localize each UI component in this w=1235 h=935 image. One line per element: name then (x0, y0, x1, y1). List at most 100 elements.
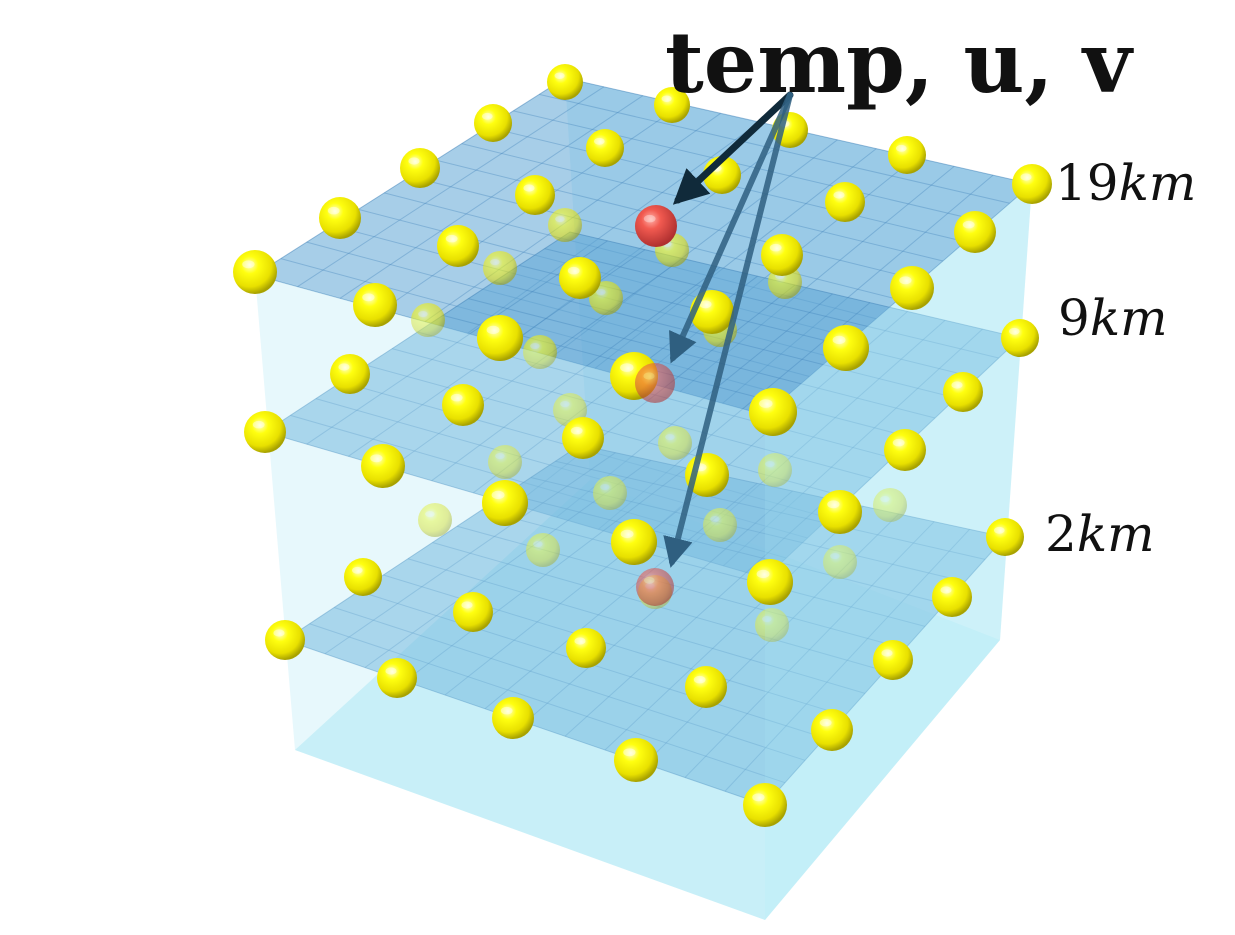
sphere-highlight (408, 157, 420, 165)
sample-point-sphere-icon (265, 620, 305, 660)
sphere-highlight (486, 325, 500, 335)
sphere-body (330, 354, 370, 394)
diagram-title: temp, u, v (665, 13, 1134, 112)
sphere-body (755, 608, 789, 642)
sphere-body (873, 640, 913, 680)
sphere-highlight (819, 718, 832, 727)
sphere-highlight (481, 112, 493, 120)
sphere-body (943, 372, 983, 412)
sphere-highlight (570, 426, 583, 435)
sample-point-sphere-icon (611, 519, 657, 565)
sample-point-sphere-icon (411, 303, 445, 337)
sphere-body (890, 266, 934, 310)
sphere-body (482, 480, 528, 526)
sample-point-sphere-icon (932, 577, 972, 617)
sphere-body (411, 303, 445, 337)
sphere-body (611, 519, 657, 565)
arrow-icon (663, 92, 793, 568)
grid-line (513, 110, 988, 223)
sample-point-sphere-icon (873, 640, 913, 680)
sample-point-sphere-icon (1012, 164, 1052, 204)
sphere-highlight (252, 420, 265, 429)
grid-line (506, 493, 946, 605)
sphere-body (811, 709, 853, 751)
sample-point-sphere-icon (361, 444, 405, 488)
sphere-highlight (385, 667, 397, 675)
sphere-body (654, 87, 690, 123)
sphere-highlight (450, 393, 463, 402)
sphere-highlight (699, 300, 712, 309)
sphere-highlight (495, 452, 505, 460)
sphere-body (823, 325, 869, 371)
grid-line (334, 607, 806, 761)
sample-point-sphere-icon (954, 211, 996, 253)
sphere-highlight (273, 629, 285, 637)
grid-line (306, 240, 608, 445)
sphere-body (758, 453, 792, 487)
sphere-highlight (661, 95, 672, 102)
sample-point-sphere-icon (685, 666, 727, 708)
sphere-body (986, 518, 1024, 556)
sphere-body (823, 545, 857, 579)
sphere-highlight (759, 399, 773, 408)
sphere-body (548, 208, 582, 242)
sphere-highlight (993, 526, 1005, 534)
sphere-highlight (533, 540, 543, 548)
sample-point-sphere-icon (943, 372, 983, 412)
sample-point-sphere-icon (319, 197, 361, 239)
sphere-highlight (710, 515, 720, 523)
sample-point-sphere-icon (888, 136, 926, 174)
sphere-highlight (593, 137, 605, 145)
sphere-highlight (643, 214, 656, 223)
arrow-icon (669, 92, 793, 364)
sample-point-sphere-icon (377, 658, 417, 698)
sphere-body (453, 592, 493, 632)
sample-point-sphere-icon (477, 315, 523, 361)
sphere-highlight (351, 566, 363, 574)
sphere-highlight (951, 381, 963, 389)
level-labels: 19km 9km 2km (1045, 154, 1196, 563)
sample-point-sphere-icon (755, 608, 789, 642)
sphere-highlight (643, 372, 655, 380)
sphere-body (437, 225, 479, 267)
sphere-body (488, 445, 522, 479)
sample-point-sphere-icon (747, 559, 793, 605)
grid-line (684, 521, 935, 778)
sphere-highlight (1020, 173, 1032, 181)
grid-line (544, 248, 999, 359)
sphere-highlight (892, 438, 905, 447)
sample-point-sphere-icon (559, 257, 601, 299)
sphere-highlight (880, 495, 890, 503)
sample-point-sphere-icon (474, 104, 512, 142)
sphere-highlight (899, 276, 912, 285)
sphere-highlight (752, 793, 765, 802)
sphere-body (825, 182, 865, 222)
sphere-body (523, 335, 557, 369)
sphere-highlight (830, 552, 840, 560)
sphere-body (586, 129, 624, 167)
sphere-body (483, 251, 517, 285)
sample-point-sphere-icon (825, 182, 865, 222)
sphere-body (344, 558, 382, 596)
sample-point-sphere-icon (654, 87, 690, 123)
sphere-body (400, 148, 440, 188)
sphere-body (749, 388, 797, 436)
sample-point-sphere-icon (743, 783, 787, 827)
sphere-body (1012, 164, 1052, 204)
target-point-sphere-icon (635, 363, 675, 403)
sample-point-sphere-icon (758, 453, 792, 487)
sphere-body (593, 476, 627, 510)
sample-point-sphere-icon (873, 488, 907, 522)
sample-point-sphere-icon (658, 426, 692, 460)
sample-point-sphere-icon (523, 335, 557, 369)
sphere-body (954, 211, 996, 253)
grid-line (564, 498, 829, 737)
sample-point-sphere-icon (437, 225, 479, 267)
sphere-highlight (827, 500, 840, 509)
sphere-highlight (832, 335, 846, 345)
sphere-highlight (418, 310, 428, 318)
sample-point-sphere-icon (548, 208, 582, 242)
sample-point-sphere-icon (483, 251, 517, 285)
sample-point-sphere-icon (482, 480, 528, 526)
sample-point-sphere-icon (986, 518, 1024, 556)
